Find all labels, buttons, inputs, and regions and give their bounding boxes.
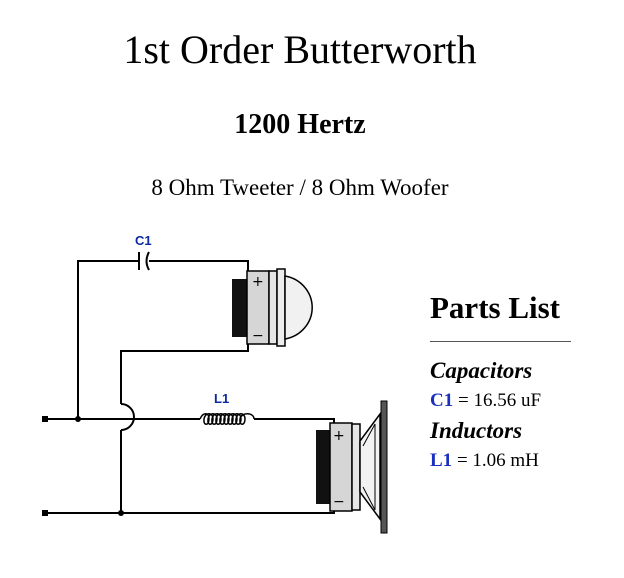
inductor-to-woofer-wire: [254, 418, 335, 430]
input-positive-terminal: [42, 416, 48, 422]
capacitor-c1-id: C1: [430, 390, 454, 411]
input-negative-wire: [45, 496, 335, 514]
junction-dot: [75, 416, 81, 422]
capacitor-c1-value: = 16.56 uF: [457, 390, 542, 411]
inductor-l1-id: L1: [430, 450, 453, 471]
wire-jumper: [120, 403, 135, 431]
parts-list-divider: [430, 341, 571, 342]
tweeter-top-wire: [77, 260, 138, 419]
inductor-l1-entry: L1 = 1.06 mH: [430, 450, 539, 472]
impedance-description: 8 Ohm Tweeter / 8 Ohm Woofer: [151, 175, 449, 200]
woofer-plus: +: [333, 428, 345, 444]
page-title: 1st Order Butterworth: [123, 27, 477, 72]
capacitor-label: C1: [135, 233, 152, 248]
capacitor-c1-entry: C1 = 16.56 uF: [430, 390, 541, 412]
tweeter-top-wire-2: [149, 260, 249, 279]
tweeter-minus: −: [252, 328, 264, 344]
tweeter-speaker: [232, 268, 313, 347]
parts-list-title: Parts List: [430, 290, 561, 325]
inductor-l1-value: = 1.06 mH: [456, 450, 539, 471]
woofer-speaker: [316, 400, 388, 534]
inductor-label: L1: [214, 391, 229, 406]
junction-dot: [118, 510, 124, 516]
inductors-heading: Inductors: [430, 418, 523, 443]
crossover-frequency: 1200 Hertz: [234, 109, 366, 140]
tweeter-plus: +: [252, 274, 264, 290]
capacitors-heading: Capacitors: [430, 358, 533, 383]
woofer-minus: −: [333, 494, 345, 510]
input-negative-terminal: [42, 510, 48, 516]
capacitor-c1: [138, 251, 150, 271]
inductor-l1: [199, 413, 255, 425]
